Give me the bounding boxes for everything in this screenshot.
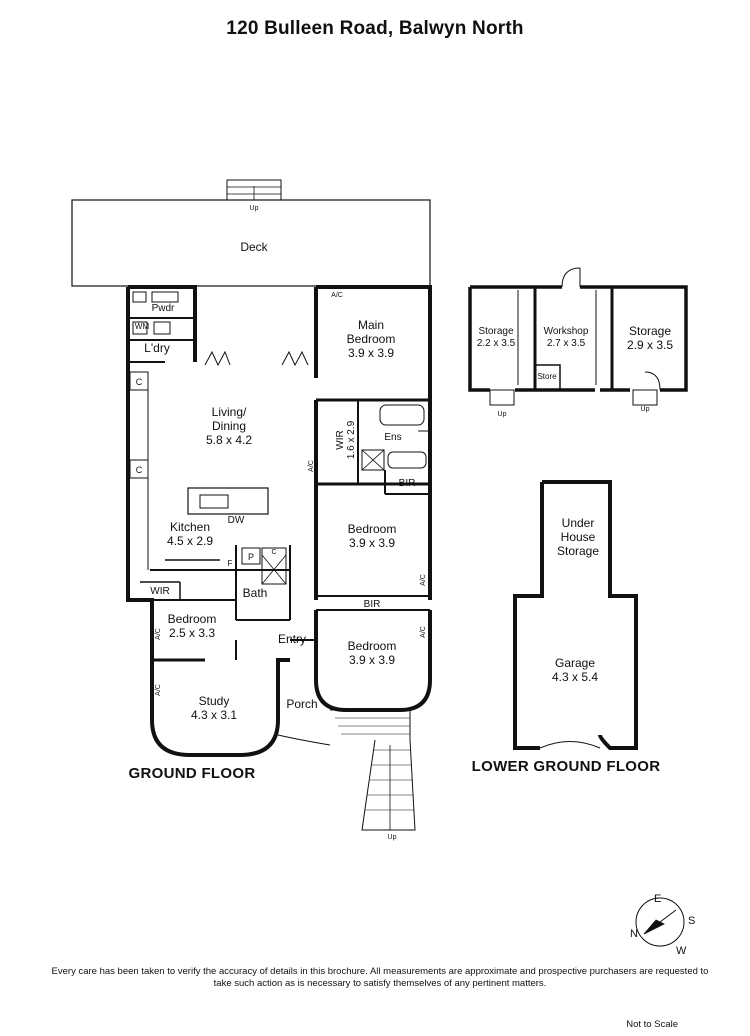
storage-1-name: Storage xyxy=(478,326,514,337)
cupboard-label: C xyxy=(136,465,143,475)
storage-up-label: Up xyxy=(498,411,507,418)
under-house-storage-label: Under House Storage xyxy=(556,516,600,558)
disclaimer: Every care has been taken to verify the … xyxy=(51,966,709,989)
kitchen-label: Kitchen 4.5 x 2.9 xyxy=(167,520,213,548)
storage-1-label: Storage 2.2 x 3.5 xyxy=(477,326,515,350)
ac-label: A/C xyxy=(308,460,315,472)
study-dims: 4.3 x 3.1 xyxy=(190,708,238,722)
entry-label: Entry xyxy=(277,632,307,646)
living-dining-name: Living/ Dining xyxy=(211,405,247,433)
workshop-dims: 2.7 x 3.5 xyxy=(546,338,586,349)
compass-west: W xyxy=(676,945,687,957)
living-dining-label: Living/ Dining 5.8 x 4.2 xyxy=(206,405,252,447)
wir-2-label: WIR xyxy=(150,586,170,597)
front-stairs xyxy=(330,709,416,831)
wm-label: WM xyxy=(134,322,150,331)
bedroom-2-name: Bedroom xyxy=(347,522,397,536)
bedroom-4-label: Bedroom 2.5 x 3.3 xyxy=(168,612,217,640)
study-bay-wall xyxy=(150,658,290,757)
laundry-label: L'dry xyxy=(144,341,170,355)
bir-2-label: BIR xyxy=(363,599,381,610)
storage-2-dims: 2.9 x 3.5 xyxy=(626,338,674,352)
bedroom-2-dims: 3.9 x 3.9 xyxy=(348,536,396,550)
ground-floor-heading: GROUND FLOOR xyxy=(128,765,256,782)
compass-south: S xyxy=(688,915,696,927)
wir-label: WIR xyxy=(335,430,346,449)
deck-label: Deck xyxy=(240,240,268,254)
bedroom-3-dims: 3.9 x 3.9 xyxy=(348,653,396,667)
ac-label: A/C xyxy=(155,628,162,640)
bath-label: Bath xyxy=(242,586,268,600)
ensuite-label: Ens xyxy=(384,432,402,443)
bedroom-4-name: Bedroom xyxy=(167,612,217,626)
garage-dims: 4.3 x 5.4 xyxy=(551,670,599,684)
bedroom-3-label: Bedroom 3.9 x 3.9 xyxy=(348,639,397,667)
ac-label: A/C xyxy=(420,574,427,586)
compass-east: E xyxy=(654,893,662,905)
plan-title: 120 Bulleen Road, Balwyn North xyxy=(226,18,524,39)
dishwasher-label: DW xyxy=(227,515,245,526)
porch-label: Porch xyxy=(286,697,318,711)
bedroom-4-dims: 2.5 x 3.3 xyxy=(168,626,216,640)
not-to-scale-note: Not to Scale xyxy=(626,1019,678,1030)
compass-rose xyxy=(635,897,685,947)
garage-name: Garage xyxy=(554,656,596,670)
bedroom-2-label: Bedroom 3.9 x 3.9 xyxy=(348,522,397,550)
bedroom-3-name: Bedroom xyxy=(347,639,397,653)
kitchen-dims: 4.5 x 2.9 xyxy=(166,534,214,548)
living-dining-dims: 5.8 x 4.2 xyxy=(205,433,253,447)
ac-label: A/C xyxy=(331,292,343,299)
storage2-up-label: Up xyxy=(641,406,650,413)
ac-label: A/C xyxy=(420,626,427,638)
cupboard-label: C xyxy=(136,377,143,387)
workshop-label: Workshop 2.7 x 3.5 xyxy=(544,326,589,350)
workshop-name: Workshop xyxy=(543,326,589,337)
cupboard-label: C xyxy=(271,549,276,556)
deck-up-label: Up xyxy=(250,205,259,212)
storage-2-label: Storage 2.9 x 3.5 xyxy=(627,324,673,352)
kitchen-island xyxy=(187,487,269,515)
garage-label: Garage 4.3 x 5.4 xyxy=(552,656,598,684)
wir-dims: 1.6 x 2.9 xyxy=(346,420,357,459)
main-bedroom-name: Main Bedroom xyxy=(346,318,396,346)
pantry-label: P xyxy=(248,552,254,562)
store-label: Store xyxy=(537,372,557,381)
garage-wall xyxy=(513,480,638,750)
fridge-label: F xyxy=(228,559,233,568)
pwdr-label: Pwdr xyxy=(151,303,175,314)
main-bedroom-dims: 3.9 x 3.9 xyxy=(347,346,395,360)
storage-2-name: Storage xyxy=(628,324,672,338)
compass-north: N xyxy=(630,928,638,940)
lower-ground-floor-heading: LOWER GROUND FLOOR xyxy=(471,758,661,775)
storage-1-dims: 2.2 x 3.5 xyxy=(476,338,516,349)
study-name: Study xyxy=(198,694,230,708)
main-bedroom-label: Main Bedroom 3.9 x 3.9 xyxy=(347,318,396,360)
stairs-up-label: Up xyxy=(388,834,397,841)
kitchen-name: Kitchen xyxy=(169,520,211,534)
study-label: Study 4.3 x 3.1 xyxy=(191,694,237,722)
ac-label: A/C xyxy=(155,684,162,696)
bir-label: BIR xyxy=(398,478,416,489)
